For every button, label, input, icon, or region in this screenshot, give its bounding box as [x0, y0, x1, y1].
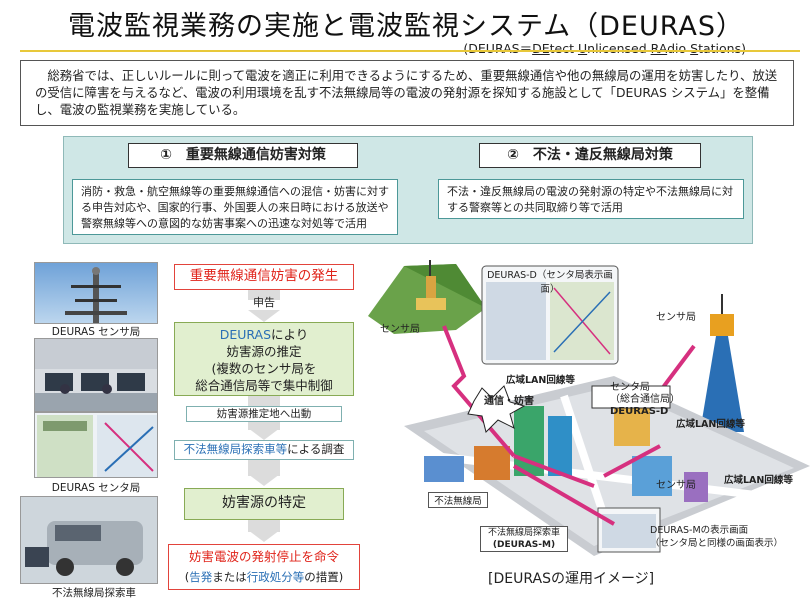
diagram-label-interference: 通信・妨害	[484, 396, 534, 407]
subtitle-part: S	[690, 41, 699, 56]
estimation-line-1: DEURASにより	[175, 326, 353, 343]
center-station-caption: DEURAS センタ局	[51, 482, 141, 494]
diagram-label-m-screen: DEURAS-Mの表示画面 （センタ局と同様の画面表示）	[650, 524, 800, 550]
tower-icon	[700, 336, 744, 432]
diagram-label-screen-title: DEURAS-D（センタ局表示画面）	[487, 270, 613, 295]
subtitle-prefix: (DEURAS＝	[463, 41, 533, 56]
estimation-line-3: (複数のセンサ局を	[211, 361, 317, 376]
vehicle-label-line-1: 不法無線局探索車	[487, 528, 560, 538]
screen-bearing-line	[553, 291, 611, 353]
center-label-line-3: DEURAS-D	[610, 406, 669, 417]
m-screen-line-1: DEURAS-Mの表示画面	[650, 525, 749, 536]
subtitle-part: dio	[667, 41, 691, 56]
sensor-station-photo	[34, 262, 158, 324]
diagram-label-wan-3: 広域LAN回線等	[724, 475, 793, 486]
estimation-line-2: 妨害源の推定	[226, 344, 302, 359]
deuras-operation-diagram	[368, 260, 810, 556]
center-label-line-1: センタ局	[610, 382, 650, 393]
building	[424, 456, 464, 482]
subtitle-part: DE	[532, 41, 550, 56]
subtitle-part: tations)	[698, 41, 746, 56]
map-screen-icon	[37, 415, 157, 477]
center-label-line-2: （総合通信局）	[610, 394, 680, 405]
flow-arrow	[248, 310, 280, 322]
page-subtitle: (DEURAS＝DEtect Unlicensed RAdio Stations…	[463, 38, 746, 57]
flow-step-occurrence: 重要無線通信妨害の発生	[174, 264, 354, 290]
subtitle-part: tect	[549, 41, 578, 56]
diagram-label-wan-1: 広域LAN回線等	[506, 375, 575, 386]
diagram-label-center: センタ局 （総合通信局） DEURAS-D	[610, 382, 690, 418]
hill-building	[426, 276, 436, 302]
flow-label-report: 申告	[253, 296, 275, 309]
m-screen-line-2: （センタ局と同様の画面表示）	[650, 538, 784, 549]
diagram-label-vehicle: 不法無線局探索車 (DEURAS-M)	[480, 526, 568, 552]
flow-step-investigation: 不法無線局探索車等による調査	[174, 440, 354, 460]
flow-step-estimation: DEURASにより 妨害源の推定 (複数のセンサ局を 総合通信局等で集中制御	[174, 322, 354, 396]
wireless-link	[512, 464, 616, 526]
building	[684, 472, 708, 502]
policy-2-body: 不法・違反無線局の電波の発射源の特定や不法無線局に対する警察等との共同取締り等で…	[438, 179, 744, 219]
policy-1-body: 消防・救急・航空無線等の重要無線通信への混信・妨害に対する申告対応や、国家的行事…	[72, 179, 398, 235]
sensor-station-caption: DEURAS センサ局	[51, 326, 141, 338]
wireless-link	[513, 454, 595, 488]
vehicle-label-line-2: (DEURAS-M)	[492, 540, 556, 550]
page-title: 電波監視業務の実施と電波監視システム（DEURAS）	[67, 11, 745, 42]
diagram-label-city-sensor: センサ局	[656, 480, 696, 491]
interference-burst-icon	[467, 385, 526, 433]
vehicle-caption: 不法無線局探索車	[52, 587, 136, 599]
flow-arrow	[248, 428, 280, 440]
or-text: または	[212, 570, 247, 584]
center-screen-photo	[34, 412, 158, 478]
policy-1-title: ① 重要無線通信妨害対策	[128, 143, 358, 168]
deuras-term: DEURAS	[219, 327, 272, 342]
flow-arrow	[248, 474, 280, 486]
order-line-2: (告発または行政処分等の措置)	[169, 567, 359, 587]
policy-panel: ① 重要無線通信妨害対策 ② 不法・違反無線局対策 消防・救急・航空無線等の重要…	[63, 136, 753, 244]
diagram-label-wan-2: 広域LAN回線等	[676, 419, 745, 430]
building	[548, 416, 572, 476]
center-building-icon	[614, 406, 650, 446]
paren-open: (	[184, 570, 190, 584]
flow-arrow-stem	[248, 290, 280, 300]
flow-arrow	[248, 530, 280, 542]
subtitle-part: RA	[650, 41, 668, 56]
estimation-line-1b: により	[271, 327, 309, 342]
intro-box: 総務省では、正しいルールに則って電波を適正に利用できるようにするため、重要無線通…	[20, 60, 794, 126]
control-room-icon	[35, 339, 157, 411]
order-line-1: 妨害電波の発射停止を命令	[188, 549, 339, 564]
vehicle-photo	[20, 496, 158, 584]
wireless-link	[603, 444, 661, 478]
building	[474, 446, 510, 480]
hill-building-base	[416, 298, 446, 310]
flow-step-order: 妨害電波の発射停止を命令 (告発または行政処分等の措置)	[168, 544, 360, 590]
flow-arrow-stem	[248, 520, 280, 532]
flow-step-identification: 妨害源の特定	[184, 488, 344, 520]
vehicle-icon	[25, 521, 143, 576]
vehicle-term: 不法無線局探索車等	[183, 442, 288, 456]
center-room-photo	[34, 338, 158, 412]
center-label-box	[591, 385, 671, 409]
flow-label-dispatch: 妨害源推定地へ出動	[186, 406, 342, 422]
diagram-label-illegal-station: 不法無線局	[428, 492, 488, 508]
title-underline	[20, 50, 800, 52]
tower-top	[710, 314, 734, 336]
m-screen-panel	[602, 514, 656, 548]
diagram-label-hill-sensor: センサ局	[380, 324, 420, 335]
diagram-caption: [DEURASの運用イメージ]	[488, 571, 655, 587]
estimation-line-4: 総合通信局等で集中制御	[195, 378, 333, 393]
flow-arrow-stem	[248, 460, 280, 476]
subtitle-part: U	[577, 41, 588, 56]
diagram-label-tower-sensor: センサ局	[656, 312, 696, 323]
prosecution-term: 告発	[189, 570, 213, 584]
hill-shade	[404, 264, 486, 308]
subtitle-part: nlicensed	[587, 41, 651, 56]
admin-term: 行政処分等	[246, 570, 305, 584]
intro-text: 総務省では、正しいルールに則って電波を適正に利用できるようにするため、重要無線通…	[35, 68, 778, 117]
antenna-icon	[65, 267, 127, 323]
screen-panel-left	[486, 282, 546, 360]
measure-text: の措置)	[304, 570, 344, 584]
policy-2-title: ② 不法・違反無線局対策	[479, 143, 701, 168]
investigation-suffix: による調査	[287, 442, 345, 456]
building	[632, 456, 672, 496]
